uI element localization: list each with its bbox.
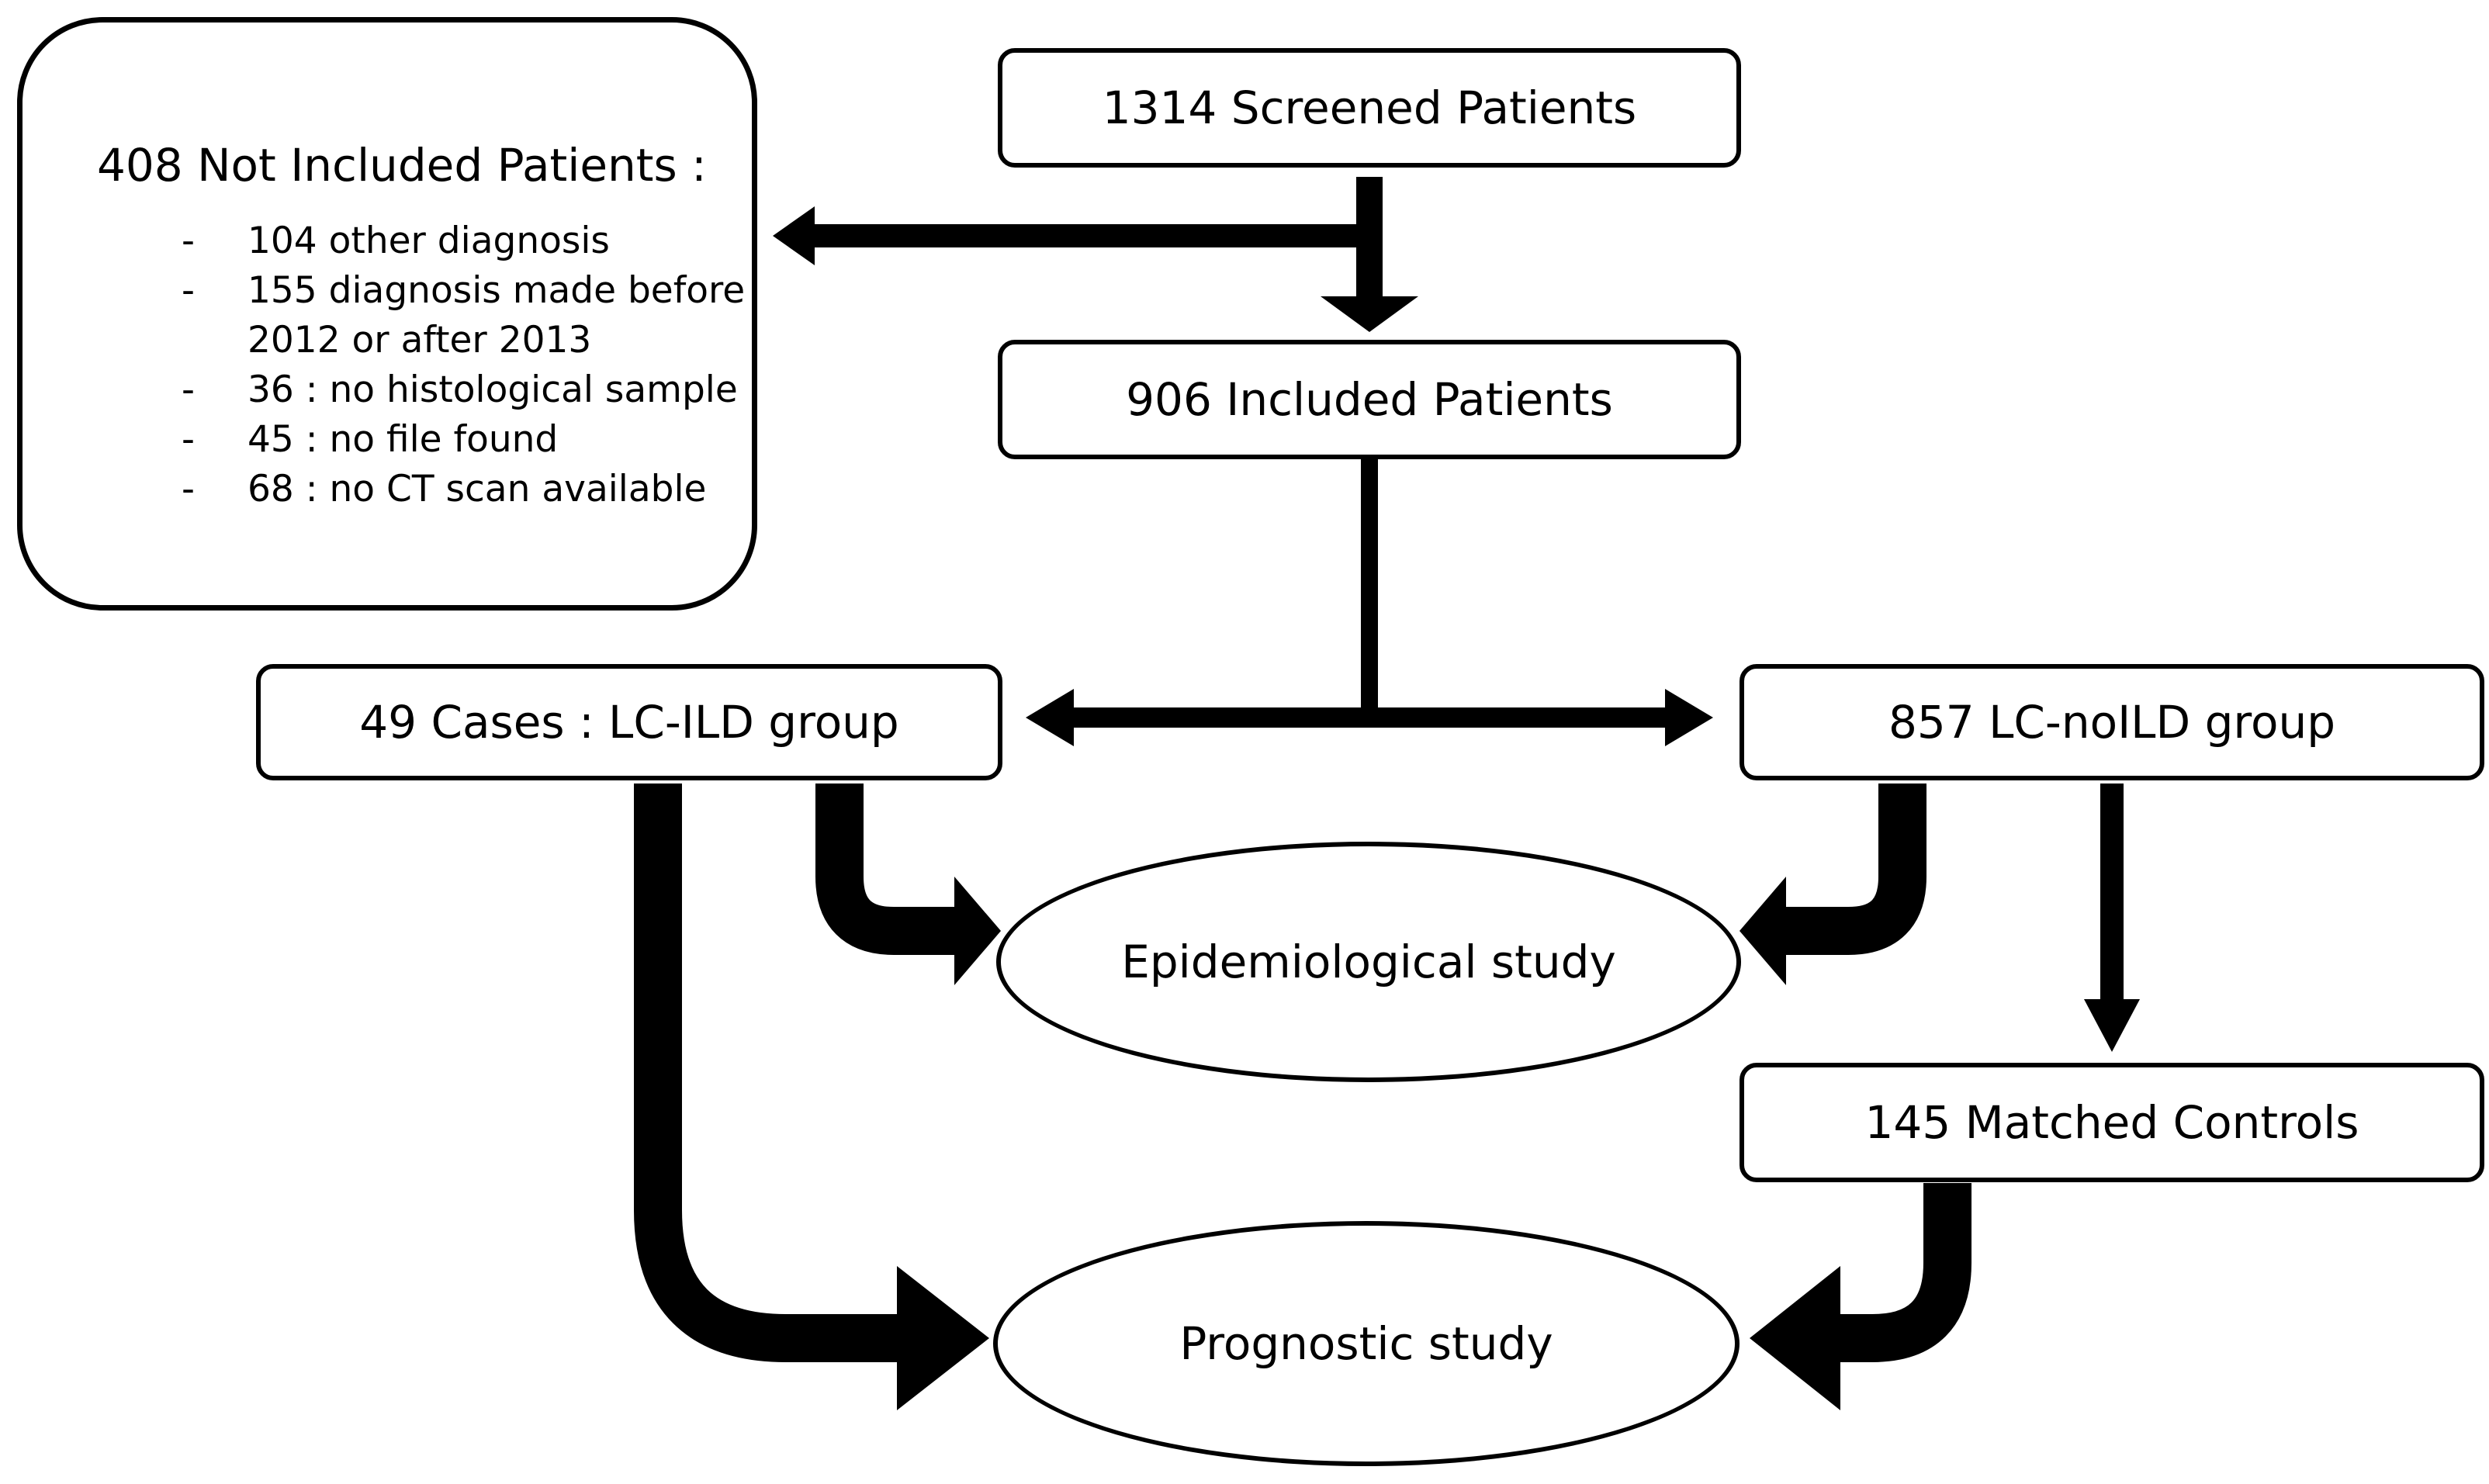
not-included-item: 2012 or after 2013: [23, 316, 745, 365]
arrow-head-matched: [2084, 999, 2140, 1052]
arrow-head-prog-left: [897, 1266, 989, 1410]
not-included-item-text: 2012 or after 2013: [248, 319, 592, 361]
bullet-dash: -: [182, 220, 195, 262]
matched-controls-box: 145 Matched Controls: [1740, 1063, 2484, 1182]
included-box: 906 Included Patients: [998, 340, 1741, 459]
not-included-item: - 104 other diagnosis: [23, 216, 745, 266]
not-included-item-text: 45 : no file found: [248, 418, 559, 461]
prognostic-study-oval: Prognostic study: [993, 1221, 1740, 1466]
not-included-item: - 45 : no file found: [23, 415, 745, 465]
not-included-box: 408 Not Included Patients : - 104 other d…: [17, 17, 757, 611]
arrow-head-not-included: [773, 206, 815, 265]
not-included-item: - 155 diagnosis made before: [23, 266, 745, 316]
bullet-dash: -: [182, 368, 195, 411]
lc-ild-box: 49 Cases : LC-ILD group: [256, 664, 1002, 780]
arrow-head-epi-left: [954, 877, 1001, 985]
epidemiological-study-oval: Epidemiological study: [996, 842, 1741, 1082]
not-included-item-text: 68 : no CT scan available: [248, 468, 707, 510]
not-included-list: - 104 other diagnosis - 155 diagnosis made …: [23, 216, 745, 514]
arrow-matched-to-prognostic: [1837, 1183, 1971, 1362]
not-included-title: 408 Not Included Patients :: [97, 139, 707, 192]
screened-box: 1314 Screened Patients: [998, 48, 1741, 168]
arrow-lc-ild-to-epidemiological: [815, 784, 956, 955]
bullet-dash: -: [182, 269, 195, 312]
arrow-head-lc-noild: [1665, 689, 1713, 746]
arrow-lc-ild-to-prognostic: [634, 784, 900, 1362]
arrow-head-included: [1321, 296, 1418, 332]
arrow-head-lc-ild: [1026, 689, 1074, 746]
not-included-item-text: 36 : no histological sample: [248, 368, 738, 411]
not-included-item-text: 155 diagnosis made before: [248, 269, 746, 312]
lc-noild-box: 857 LC-noILD group: [1740, 664, 2484, 780]
arrow-lc-noild-to-epidemiological: [1785, 784, 1926, 955]
arrow-head-prog-right: [1750, 1266, 1840, 1410]
arrow-head-epi-right: [1740, 877, 1786, 985]
bullet-dash: -: [182, 468, 195, 510]
not-included-item-text: 104 other diagnosis: [248, 220, 610, 262]
not-included-item: - 36 : no histological sample: [23, 365, 745, 415]
not-included-item: - 68 : no CT scan available: [23, 465, 745, 514]
bullet-dash: -: [182, 418, 195, 461]
